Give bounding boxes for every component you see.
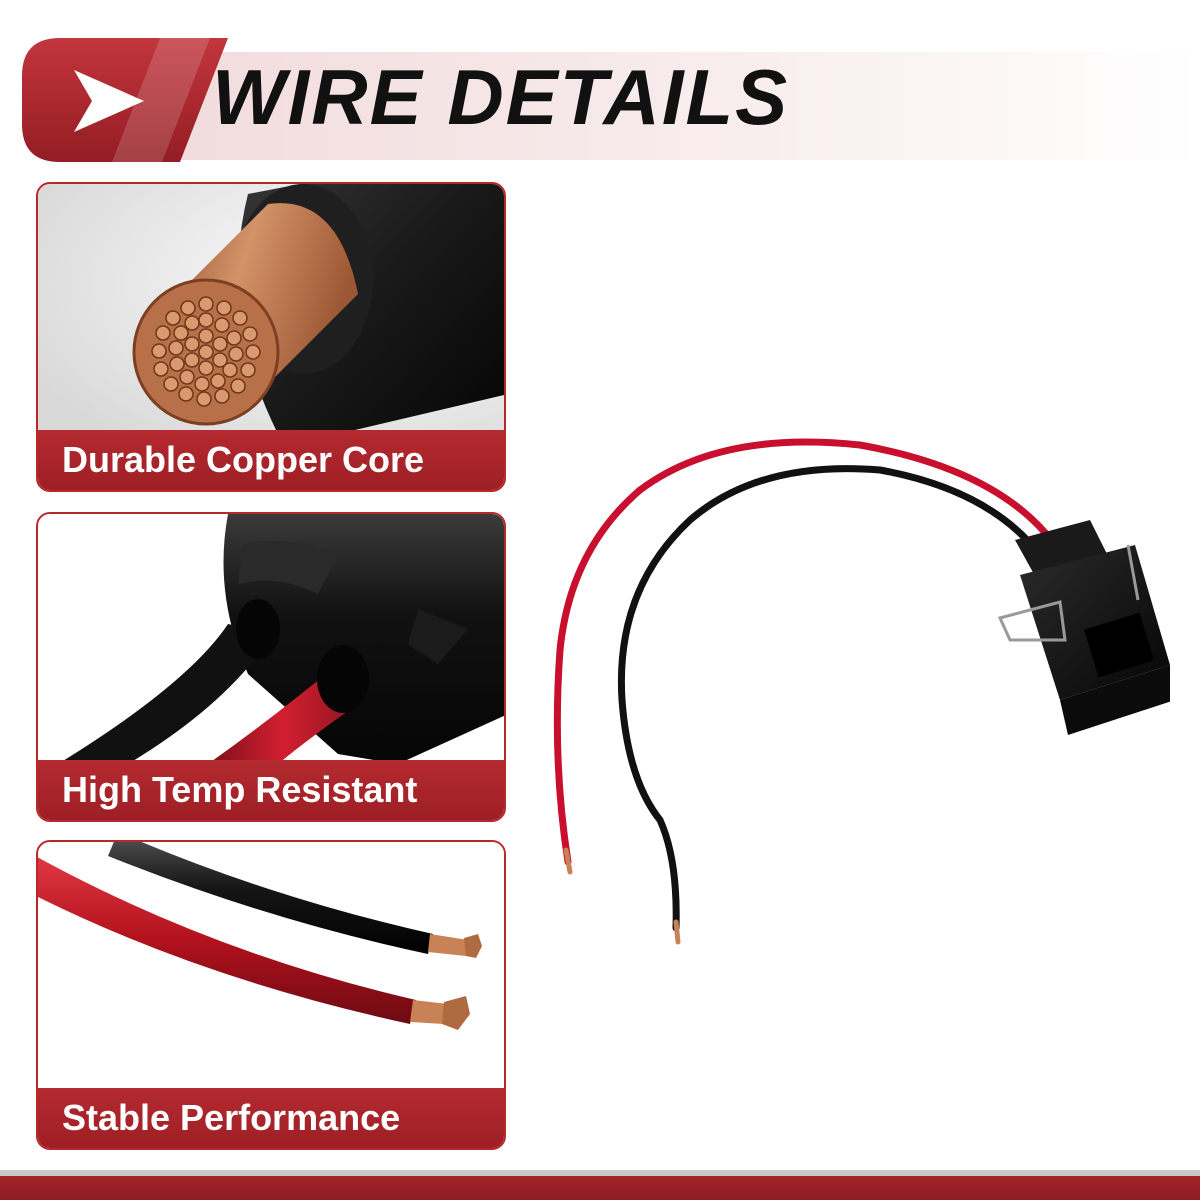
two-pin-connector-pigtail-photo [553,438,1170,945]
feature-card-high-temp: High Temp Resistant [36,512,506,822]
footer-bar [0,1170,1200,1200]
banner-background [22,38,1200,162]
connector-housing [997,520,1170,735]
feature-card-stable-performance: Stable Performance [36,840,506,1150]
feature-label-high-temp: High Temp Resistant [38,760,504,820]
feature-label-stable-performance: Stable Performance [38,1088,504,1148]
page-title: WIRE DETAILS [212,53,790,141]
feature-card-copper-core: Durable Copper Core [36,182,506,492]
header-banner: WIRE DETAILS [0,0,1200,170]
connector-closeup-photo [38,514,504,764]
stripped-wire-ends-photo [38,842,504,1092]
copper-core-photo [38,184,504,434]
feature-label-copper-core: Durable Copper Core [38,430,504,490]
play-icon [74,70,144,132]
